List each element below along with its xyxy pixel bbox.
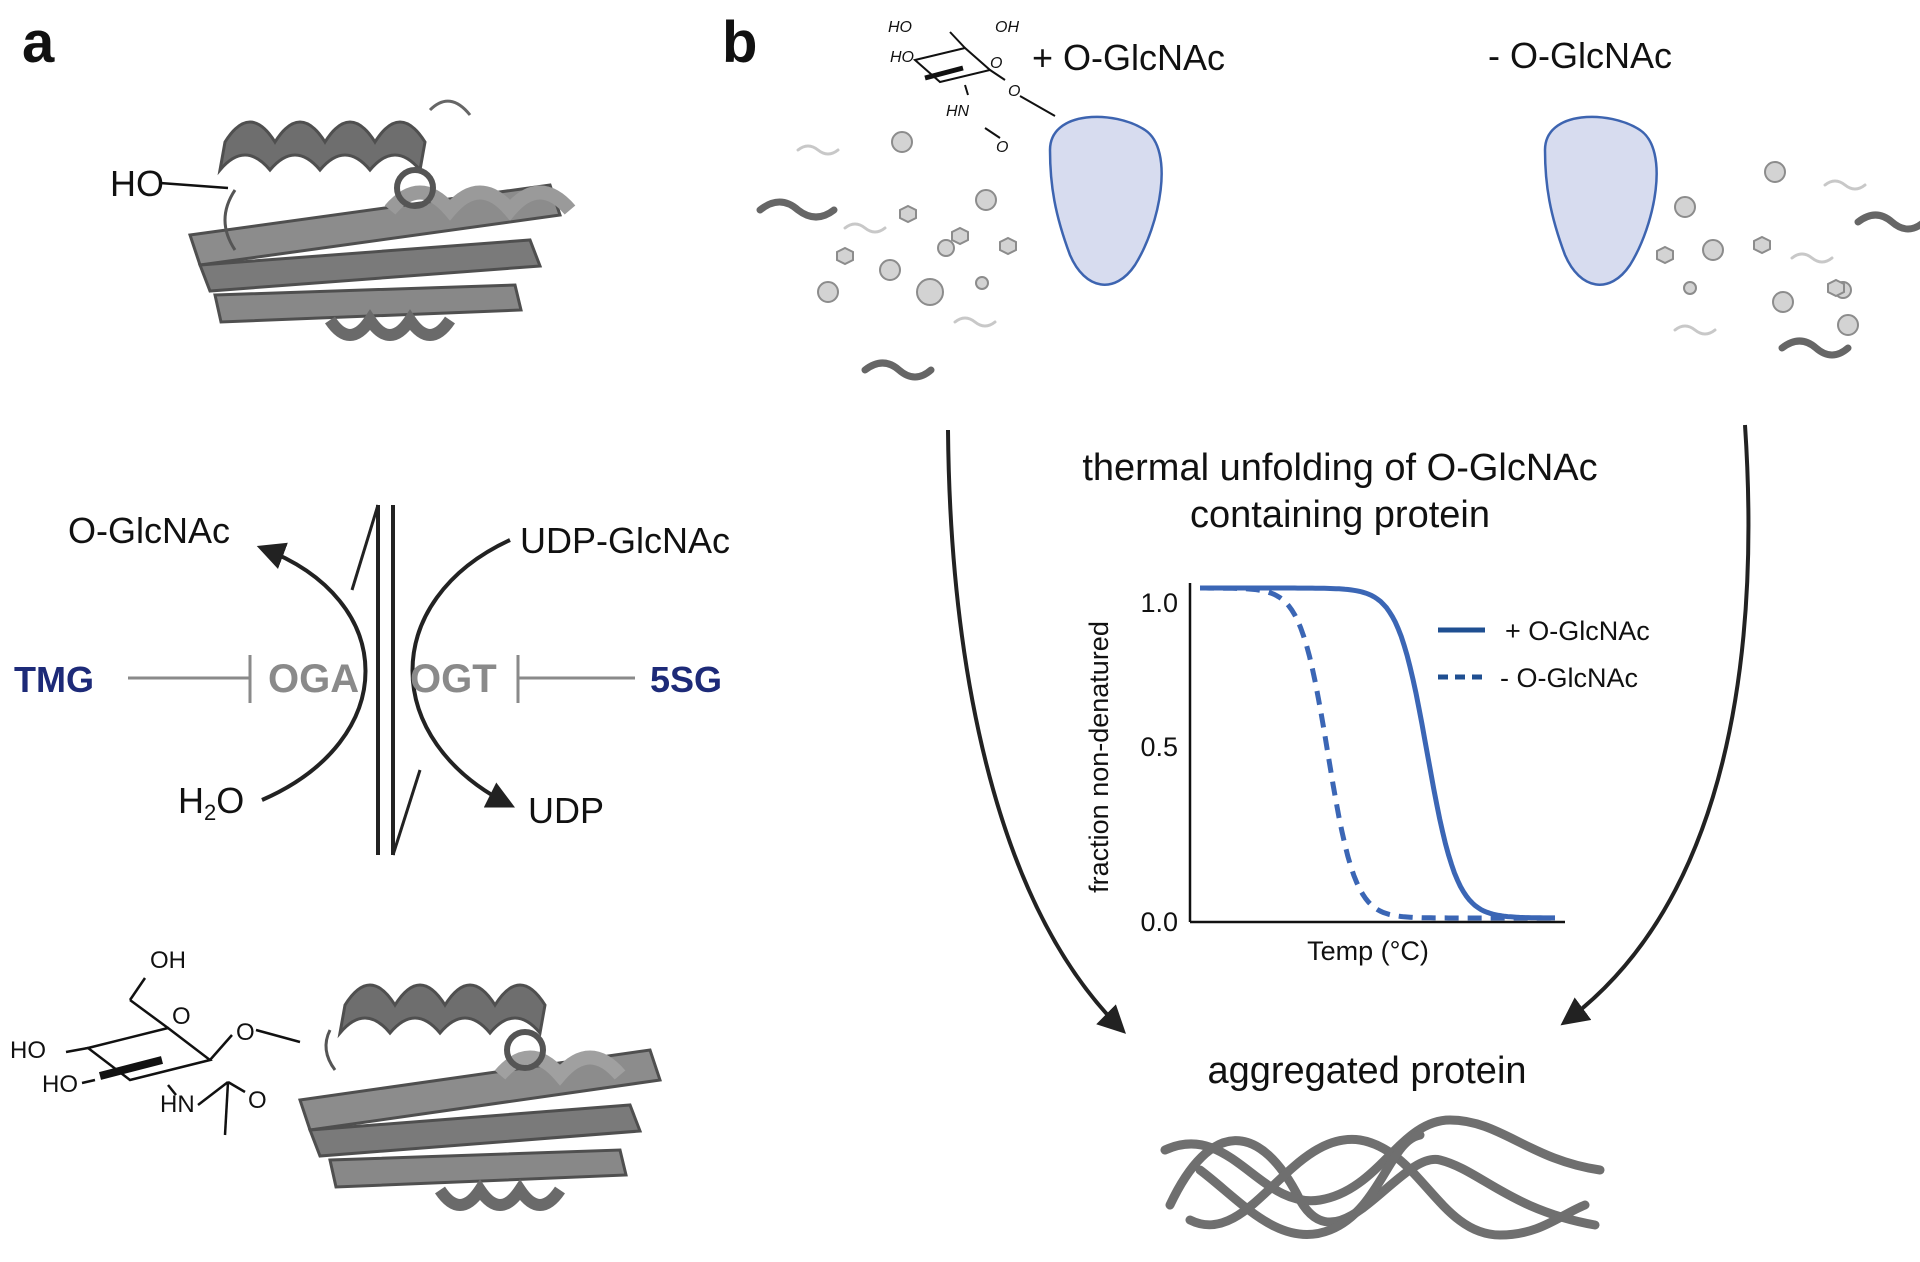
y-tick-label: 0.0 <box>1140 907 1178 937</box>
crowding-squiggles-right <box>1673 179 1920 359</box>
sugar-carbonyl-o-label: O <box>248 1087 267 1114</box>
protein-structure-top <box>188 99 576 341</box>
tmg-label: TMG <box>14 659 94 700</box>
aggregated-fibrils <box>1160 1115 1605 1240</box>
equilibrium-harpoon-top <box>350 504 380 591</box>
o-glcnac-label: O-GlcNAc <box>68 510 230 551</box>
sugar-oh-label: OH <box>150 947 186 974</box>
chart-title-line1: thermal unfolding of O-GlcNAc <box>1082 447 1597 489</box>
y-axis-label: fraction non-denatured <box>1084 621 1114 893</box>
small-sugar-hn: HN <box>946 103 970 120</box>
glcnac-structure-bottom <box>65 977 301 1136</box>
sugar-link-o-label: O <box>236 1019 255 1046</box>
crowding-molecules-right <box>1656 161 1859 336</box>
small-sugar-link-o: O <box>1008 83 1020 100</box>
aggregated-protein-label: aggregated protein <box>1207 1050 1526 1092</box>
sugar-ho1-label: HO <box>10 1037 46 1064</box>
chart-title-line2: containing protein <box>1190 494 1490 536</box>
small-sugar-oh: OH <box>995 19 1019 36</box>
ogt-label: OGT <box>410 657 497 701</box>
x-axis-label: Temp (°C) <box>1307 936 1429 966</box>
aggregation-arrow-left <box>946 429 1126 1034</box>
protein-blob-glycosylated <box>1048 115 1163 286</box>
curve-plus-o-glcnac <box>1200 585 1555 921</box>
plus-o-glcnac-heading: + O-GlcNAc <box>1032 37 1225 78</box>
small-sugar-ho2: HO <box>890 49 914 66</box>
oga-label: OGA <box>268 657 359 701</box>
sugar-ring-o-label: O <box>172 1003 191 1030</box>
panel-a-label: a <box>22 10 55 75</box>
y-tick-label: 1.0 <box>1140 588 1178 618</box>
protein-blob-unglycosylated <box>1543 115 1658 286</box>
hydroxyl-bond <box>159 181 229 190</box>
chart-series-layer <box>1200 585 1555 921</box>
sugar-ho2-label: HO <box>42 1071 78 1098</box>
glycosylation-cycle <box>256 504 516 856</box>
curve-minus-o-glcnac <box>1200 585 1555 921</box>
small-sugar-carbonyl-o: O <box>996 139 1008 156</box>
crowding-squiggles-left <box>756 144 997 381</box>
aggregation-arrow-right <box>1560 424 1751 1026</box>
chart-legend: + O-GlcNAc - O-GlcNAc <box>1438 616 1650 693</box>
ogt-arrow <box>410 538 516 808</box>
udp-glcnac-label: UDP-GlcNAc <box>520 520 730 561</box>
thermal-unfolding-chart: 1.0 0.5 0.0 fraction non-denatured Temp … <box>1084 583 1650 966</box>
protein-structure-bottom <box>298 983 662 1211</box>
water-subscript: 2 <box>204 800 216 825</box>
equilibrium-harpoon-bottom <box>391 769 422 856</box>
crowding-molecules-left <box>817 131 1017 306</box>
oga-arrow <box>256 542 368 802</box>
5sg-label: 5SG <box>650 659 722 700</box>
small-sugar-ring-o: O <box>990 55 1002 72</box>
glcnac-structure-small <box>912 31 1056 139</box>
udp-label: UDP <box>528 790 604 831</box>
legend-label-minus: - O-GlcNAc <box>1500 663 1638 693</box>
sugar-hn-label: HN <box>160 1091 195 1118</box>
hydroxyl-label: HO <box>110 163 164 204</box>
panel-b-label: b <box>722 10 757 75</box>
small-sugar-ho1: HO <box>888 19 912 36</box>
y-tick-label: 0.5 <box>1140 732 1178 762</box>
minus-o-glcnac-heading: - O-GlcNAc <box>1488 35 1672 76</box>
water-label: H2O <box>178 780 244 825</box>
legend-label-plus: + O-GlcNAc <box>1505 616 1650 646</box>
inhibition-lines <box>128 655 635 703</box>
